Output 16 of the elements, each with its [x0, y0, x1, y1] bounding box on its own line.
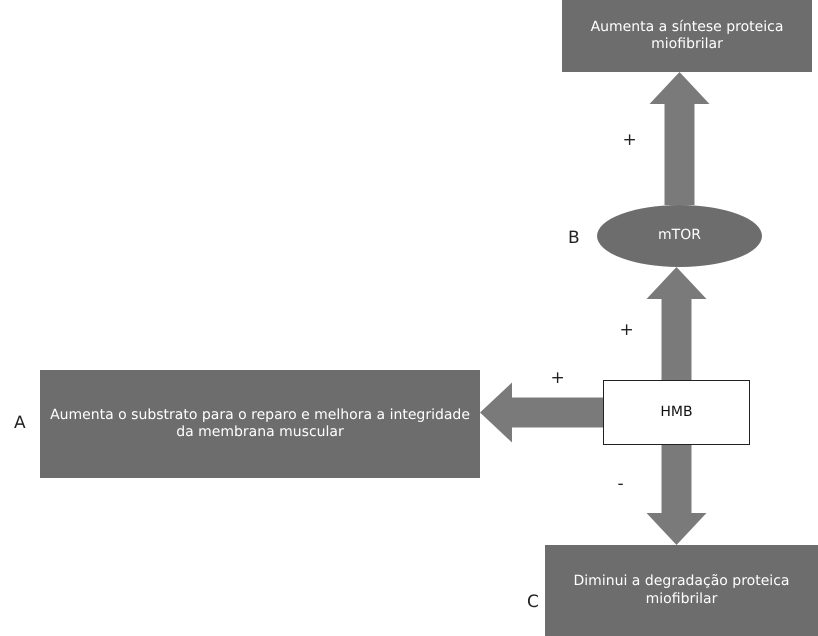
panel-letter: C — [527, 592, 539, 612]
process-box — [562, 0, 812, 72]
process-box — [545, 545, 818, 636]
node-text: Diminui a degradação proteica miofibrilar — [572, 573, 790, 608]
node-text: HMB — [659, 404, 694, 422]
node-text: Aumenta o substrato para o reparo e melhora a integridade da membrana muscular — [49, 406, 471, 442]
process-box — [40, 370, 480, 478]
block-arrow — [646, 445, 706, 545]
process-box — [603, 380, 750, 445]
panel-letter: A — [14, 413, 26, 433]
block-arrow — [480, 382, 603, 442]
node-text: mTOR — [657, 227, 702, 245]
block-arrow — [650, 72, 710, 205]
block-arrow — [646, 267, 706, 380]
panel-letter: B — [568, 228, 580, 248]
node-text: Aumenta a síntese proteica miofibrilar — [590, 18, 784, 54]
